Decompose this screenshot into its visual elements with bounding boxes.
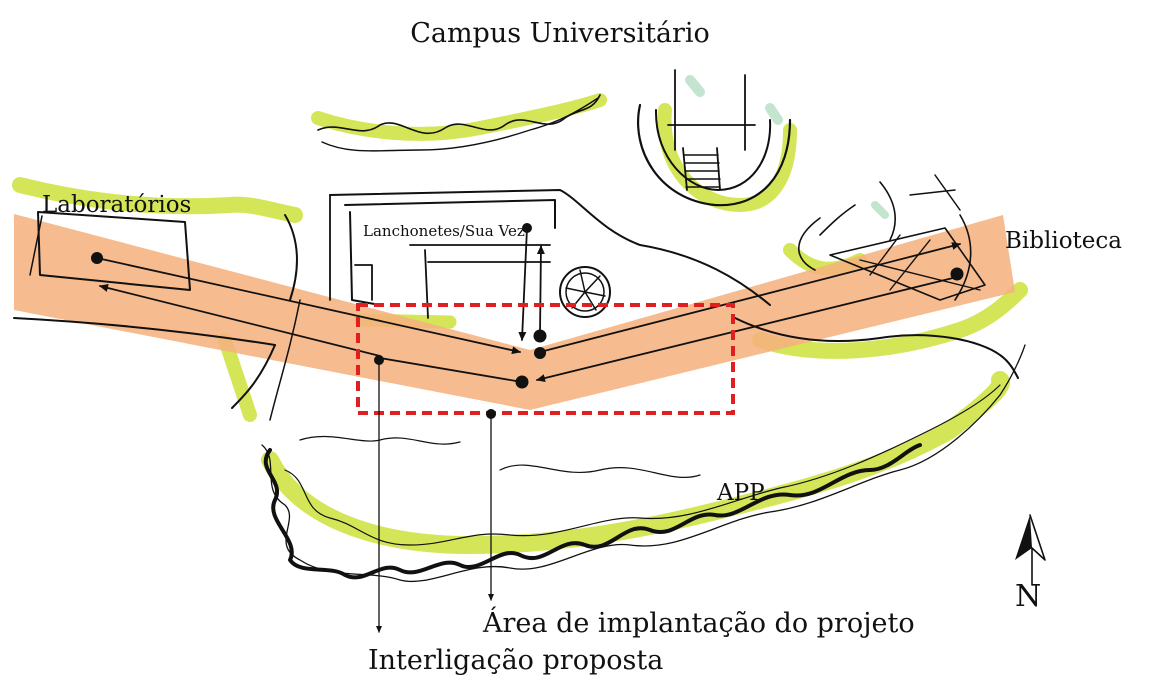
map-title: Campus Universitário — [410, 18, 710, 49]
node-center-2 — [534, 347, 546, 359]
label-area-projeto: Área de implantação do projeto — [482, 606, 915, 639]
node-center-1 — [533, 329, 547, 343]
label-lanchonetes: Lanchonetes/Sua Vez — [363, 222, 525, 240]
flow-arrows — [91, 223, 964, 389]
label-laboratorios: Laboratórios — [42, 192, 191, 218]
tree-icon — [559, 266, 611, 318]
label-app: APP — [716, 480, 765, 506]
stairs-icon — [682, 147, 721, 191]
ink-sketch — [13, 69, 1026, 582]
label-interligacao: Interligação proposta — [368, 645, 663, 676]
label-biblioteca: Biblioteca — [1005, 228, 1122, 254]
north-arrow-icon — [1015, 514, 1046, 586]
project-area-box — [356, 303, 735, 415]
label-north: N — [1015, 579, 1041, 614]
node-biblioteca — [950, 267, 964, 281]
node-laboratorios — [91, 252, 103, 264]
node-center-3 — [515, 375, 529, 389]
node-lanchonetes — [522, 223, 532, 233]
caption-leaders — [374, 355, 496, 633]
